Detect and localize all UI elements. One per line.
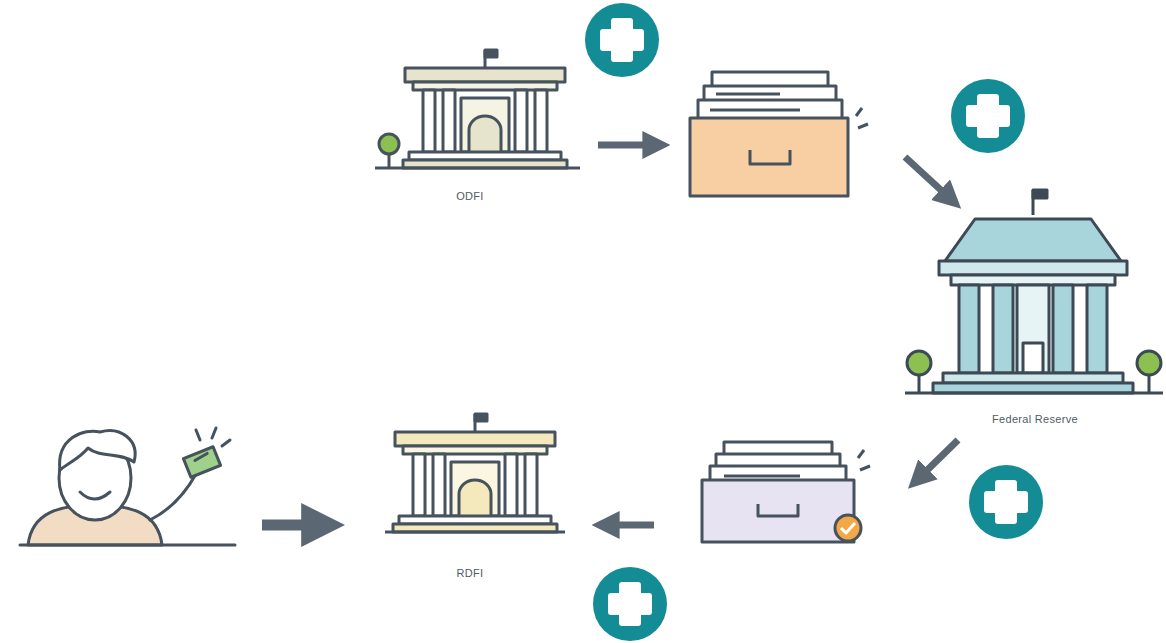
- plus-icon: [951, 79, 1025, 153]
- node-label: RDFI: [370, 567, 570, 579]
- flow-arrow: [600, 440, 958, 525]
- flow-arrow: [598, 145, 955, 203]
- arrow-segment: [905, 157, 955, 203]
- customer-figure: [20, 428, 235, 545]
- bank-node: ODFI: [380, 60, 598, 210]
- federal-reserve-building: [905, 190, 1163, 393]
- plus-icon: [585, 3, 659, 77]
- plus-icon: [969, 465, 1043, 539]
- ach-file-drawer-approved: [702, 442, 870, 542]
- bank-node: Federal Reserve: [905, 205, 1165, 440]
- arrow-segment: [600, 522, 654, 529]
- odfi-building: [375, 50, 580, 168]
- payment-arrow: [262, 520, 332, 531]
- bank-node: RDFI: [375, 405, 600, 585]
- node-label: Federal Reserve: [935, 413, 1135, 425]
- rdfi-building: [385, 414, 565, 532]
- arrow-segment: [914, 440, 958, 483]
- plus-icon: [593, 567, 667, 641]
- node-label: ODFI: [370, 190, 570, 202]
- arrow-segment: [598, 142, 662, 149]
- ach-file-drawer: [690, 72, 868, 196]
